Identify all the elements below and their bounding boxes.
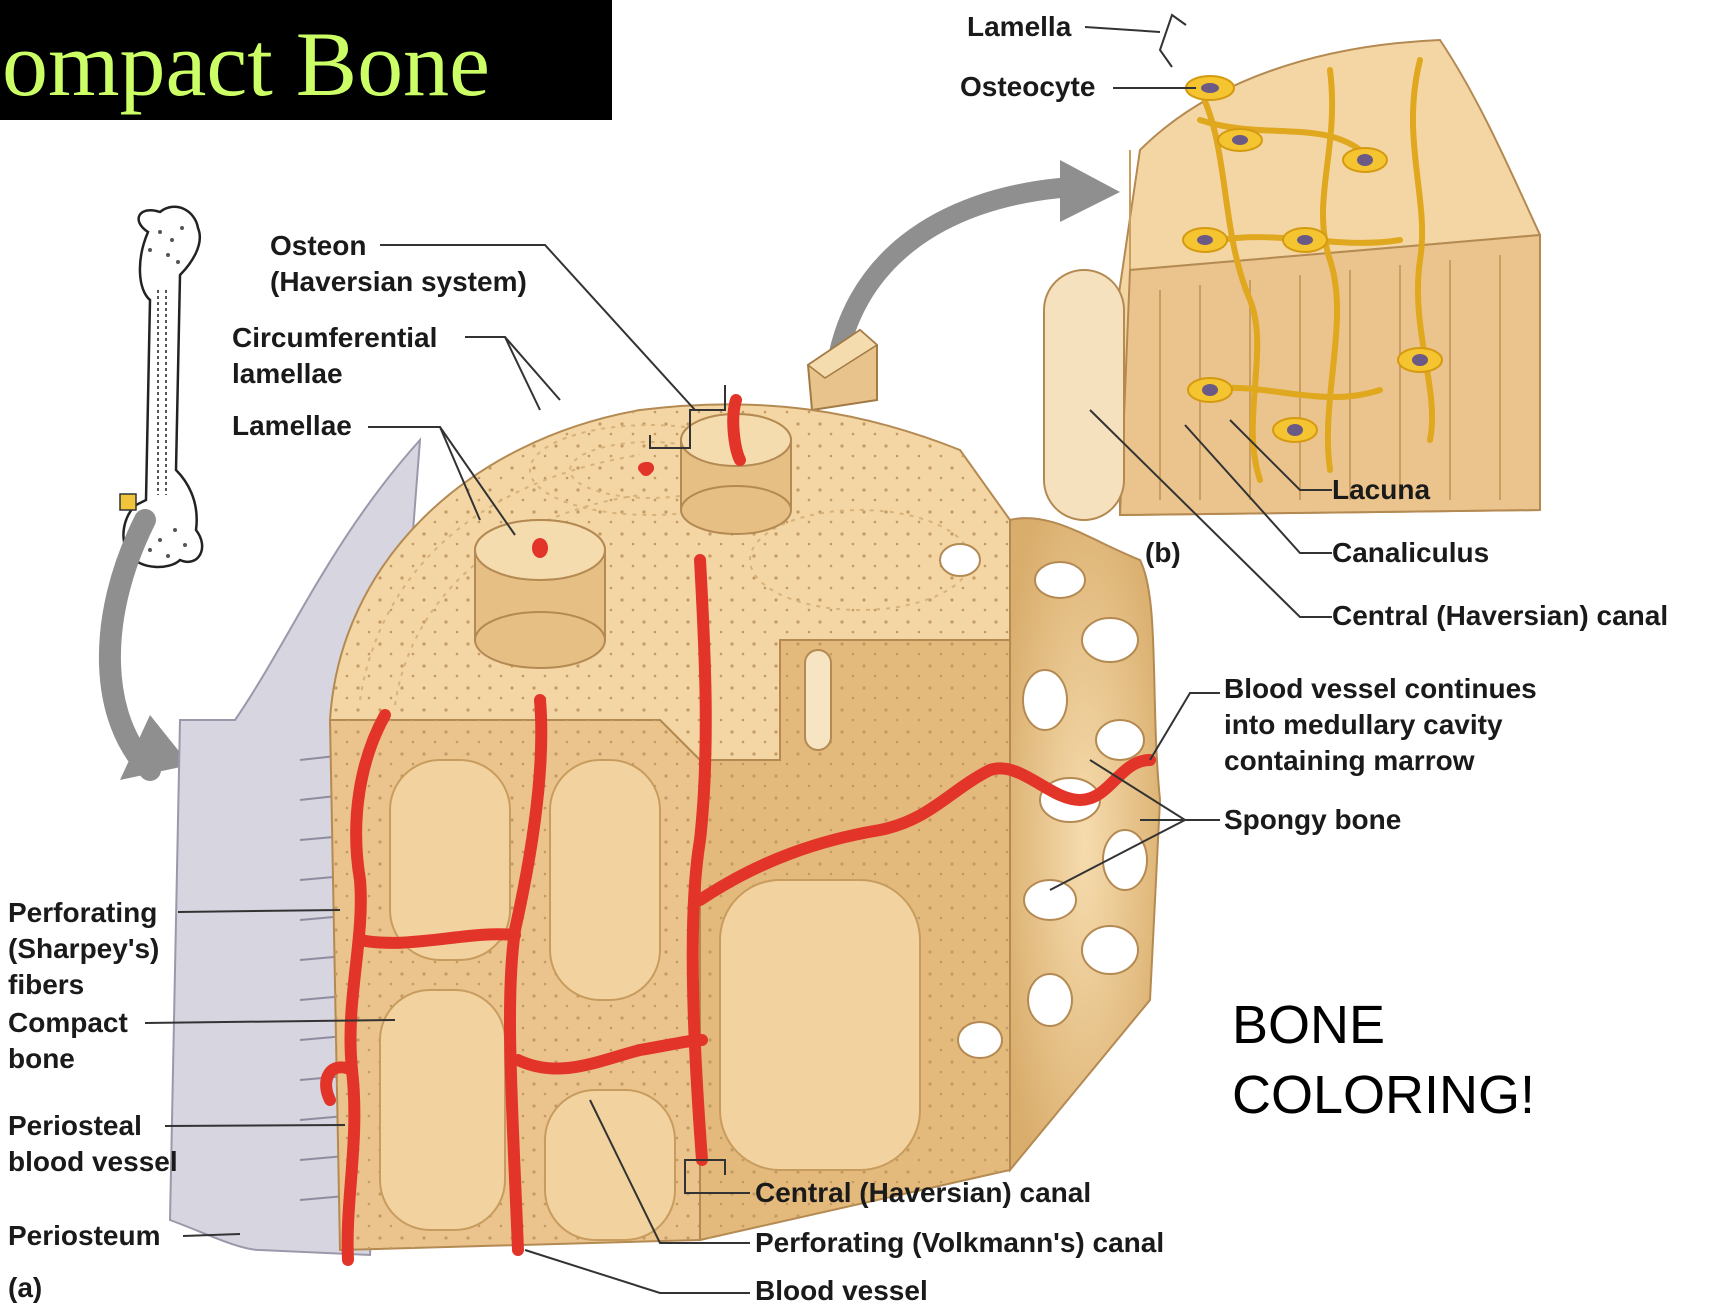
central-canal-vessel [532,538,548,558]
extracted-wedge [808,330,877,410]
label-central-canal-a: Central (Haversian) canal [755,1175,1091,1211]
label-osteon-line1: Osteon [270,228,527,264]
label-osteon-line2: (Haversian system) [270,264,527,300]
panel-label-a: (a) [8,1270,42,1306]
label-osteocyte: Osteocyte [960,69,1095,105]
label-compact-line2: bone [8,1041,128,1077]
label-canaliculus: Canaliculus [1332,535,1489,571]
label-circ-line2: lamellae [232,356,437,392]
label-spongy-bone: Spongy bone [1224,802,1401,838]
label-lamellae: Lamellae [232,408,352,444]
label-blood-vessel-continues: Blood vessel continues into medullary ca… [1224,671,1537,779]
label-perforating-fibers: Perforating (Sharpey's) fibers [8,895,159,1003]
label-volkmann-canal: Perforating (Volkmann's) canal [755,1225,1164,1261]
note-line1: BONE [1232,990,1535,1060]
label-periosteal-line1: Periosteal [8,1108,178,1144]
bone-coloring-note: BONE COLORING! [1232,990,1535,1130]
label-periosteal-blood-vessel: Periosteal blood vessel [8,1108,178,1180]
label-bvc-line3: containing marrow [1224,743,1537,779]
label-lacuna: Lacuna [1332,472,1430,508]
label-pf-line3: fibers [8,967,159,1003]
label-central-canal-b: Central (Haversian) canal [1332,598,1668,634]
osteon-vessel-top [638,462,654,474]
label-periosteal-line2: blood vessel [8,1144,178,1180]
label-osteon: Osteon (Haversian system) [270,228,527,300]
label-pf-line1: Perforating [8,895,159,931]
femur-thumbnail [120,207,202,567]
label-circumferential-lamellae: Circumferential lamellae [232,320,437,392]
label-lamella: Lamella [967,9,1071,45]
osteon-detail-b [1044,40,1540,520]
label-bvc-line1: Blood vessel continues [1224,671,1537,707]
label-pf-line2: (Sharpey's) [8,931,159,967]
label-compact-line1: Compact [8,1005,128,1041]
label-compact-bone: Compact bone [8,1005,128,1077]
label-blood-vessel: Blood vessel [755,1273,928,1309]
label-bvc-line2: into medullary cavity [1224,707,1537,743]
arrow-head-b [1060,160,1120,222]
label-circ-line1: Circumferential [232,320,437,356]
note-line2: COLORING! [1232,1060,1535,1130]
label-periosteum: Periosteum [8,1218,161,1254]
panel-label-b: (b) [1145,535,1181,571]
